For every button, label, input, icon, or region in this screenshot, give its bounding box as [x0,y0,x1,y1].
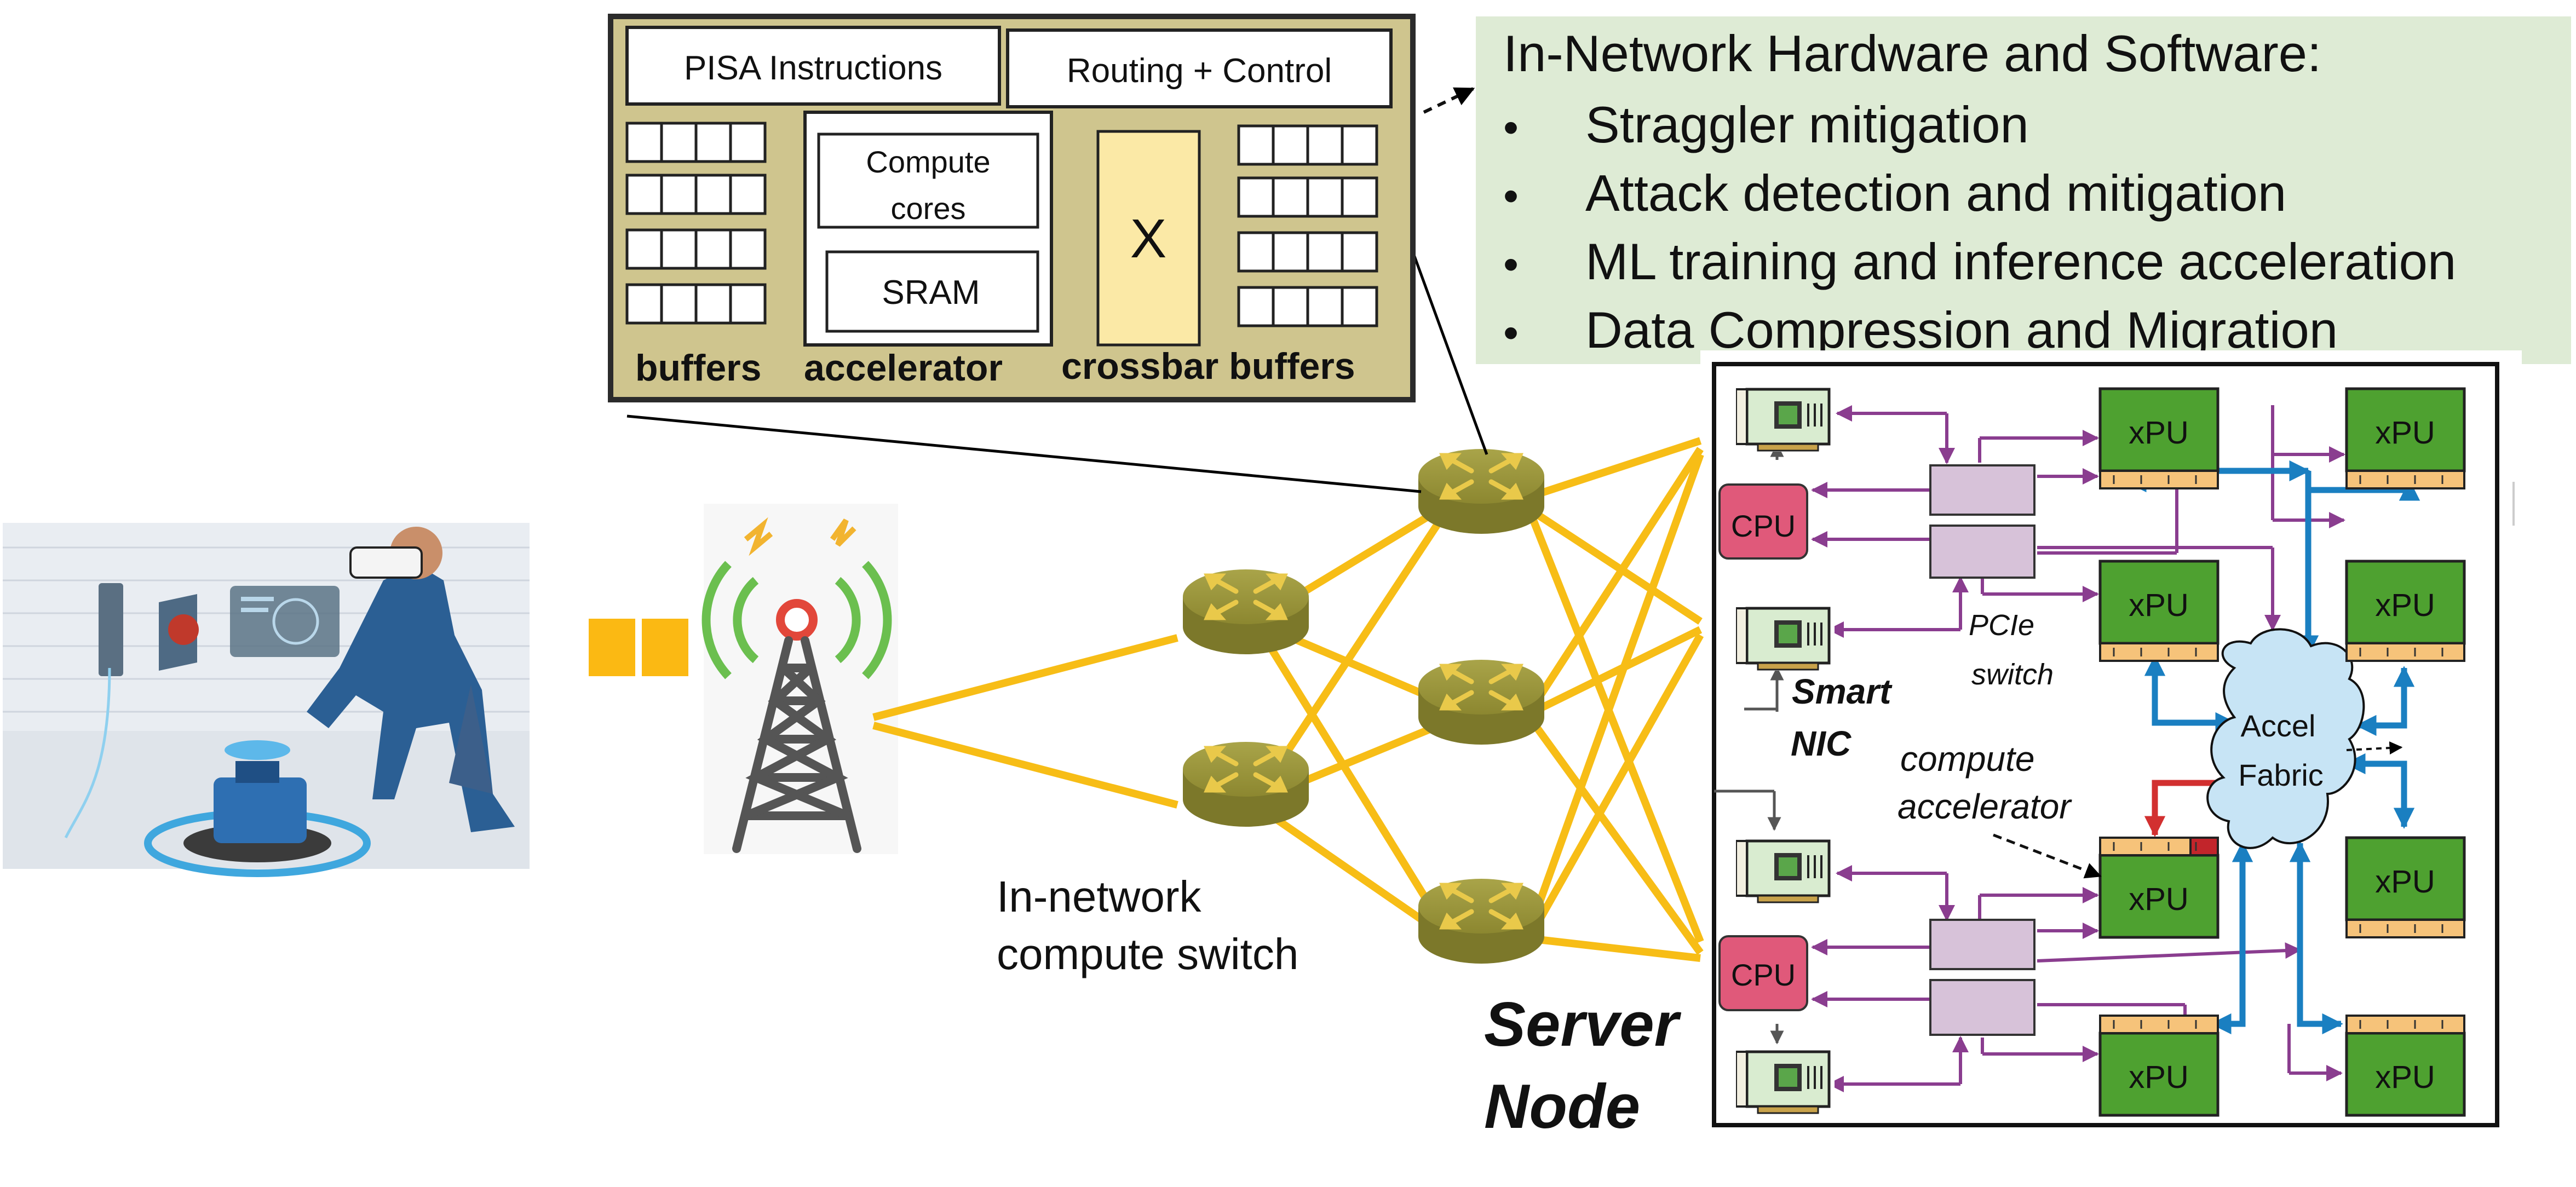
server-node: Accel Fabric CPU CPU xPUxPUxPUxPUxPUxPUx… [1700,350,2522,1127]
buffer-row [1237,176,1378,218]
buffers-right [1237,124,1378,327]
cpu-top: CPU [1718,483,1808,560]
xpu-block: xPU [2098,837,2220,939]
info-panel: In-Network Hardware and Software: • Strag… [1476,16,2571,364]
signal-block-1 [589,619,635,676]
router-icon-right-middle [1418,660,1544,745]
buffer-row [625,283,767,325]
buffers-left-label: buffers [635,347,761,389]
network-links [872,437,1704,962]
compute-label-2: cores [891,191,966,226]
router-icon-right-bottom [1418,879,1544,964]
pcie-label-2: switch [1971,658,2054,691]
switch-label-line1: In-network [997,872,1201,921]
buffer-row [625,122,767,163]
crossbar-symbol: X [1130,208,1167,269]
cpu-label-top: CPU [1731,509,1796,543]
bullet-item: Data Compression and Migration [1585,301,2338,359]
buffer-row [1237,231,1378,273]
chip-to-panel-arrow [1423,87,1475,114]
accel-fabric-cloud: Accel Fabric [2206,628,2403,849]
server-node-title-2: Node [1484,1072,1640,1142]
xpu-block: xPU [2098,1015,2220,1117]
fabric-label-1: Accel [2241,708,2316,743]
smart-nic-icon-4 [1736,1048,1835,1114]
accelerator-label: accelerator [804,347,1003,389]
xpu-block: xPU [2345,836,2466,938]
bullet-item: ML training and inference acceleration [1585,233,2456,290]
buffer-row [625,228,767,270]
compute-acc-label-2: accelerator [1898,787,2072,826]
xpu-block: xPU [2098,560,2220,662]
switch-label-line2: compute switch [997,930,1298,978]
xpu-block: xPU [2345,560,2466,662]
zoom-line-right [1411,251,1488,455]
crossbar-box [1096,130,1201,347]
bullet-marker: • [1503,171,1519,220]
chip-block: PISA Instructions Routing + Control Comp… [608,14,1416,402]
pisa-label: PISA Instructions [684,49,942,87]
pcie-switch-3 [1929,919,2036,970]
zoom-line-left [626,414,1422,493]
bullet-item: Straggler mitigation [1585,96,2029,153]
routing-box [1006,28,1393,108]
xpu-label: xPU [2129,587,2189,623]
smart-nic-icon-1 [1736,386,1835,452]
xpu-label: xPU [2375,587,2435,623]
signal-block-2 [642,619,688,676]
router-icon-right-top [1418,449,1544,534]
smart-nic-label-2: NIC [1791,724,1852,763]
pcie-switch-4 [1929,979,2036,1036]
cpu-label-bottom: CPU [1731,958,1796,992]
compute-acc-label-1: compute [1900,739,2034,779]
bullet-item: Attack detection and mitigation [1585,164,2286,222]
xpu-label: xPU [2129,1059,2189,1095]
routing-label: Routing + Control [1067,52,1332,90]
smart-nic-label-1: Smart [1792,672,1893,711]
compute-acc-arrow [1993,833,2102,879]
server-node-title-1: Server [1484,990,1682,1059]
pisa-box [625,26,1001,106]
pcie-switch-2 [1929,525,2036,579]
vr-user-photo [3,523,530,877]
compute-label-1: Compute [866,145,990,179]
compute-cores-box [817,132,1039,229]
xpu-label: xPU [2129,415,2189,451]
xpu-label: xPU [2129,881,2189,917]
xpu-label: xPU [2375,864,2435,900]
router-icon-left-bottom [1183,742,1309,827]
buffers-left [625,122,767,325]
info-title: In-Network Hardware and Software: [1503,25,2321,82]
fabric-label-2: Fabric [2238,758,2324,792]
buffer-row [625,174,767,215]
crossbar-buffers-label: crossbar buffers [1061,345,1355,387]
bullet-marker: • [1503,103,1519,152]
buffer-row [1237,124,1378,166]
xpu-block: xPU [2345,387,2466,489]
xpu-block: xPU [2345,1015,2466,1117]
cell-tower-icon [702,504,898,854]
xpu-label: xPU [2375,1059,2435,1095]
cpu-bottom: CPU [1718,935,1808,1011]
sram-label: SRAM [882,274,980,312]
buffer-row [1237,286,1378,327]
bullet-marker: • [1503,240,1519,289]
pcie-switch-1 [1929,464,2036,516]
smart-nic-icon-3 [1736,838,1835,903]
router-icon-left-top [1183,569,1309,654]
xpu-label: xPU [2375,415,2435,451]
xpu-grid: xPU xPU xPU xPU xPU xPU xPU xPU [2098,387,2466,1117]
sram-box [825,250,1039,333]
xpu-block: xPU [2098,387,2220,489]
bullet-marker: • [1503,308,1519,357]
pcie-label-1: PCIe [1969,609,2034,642]
smart-nic-icon-2 [1736,605,1835,671]
